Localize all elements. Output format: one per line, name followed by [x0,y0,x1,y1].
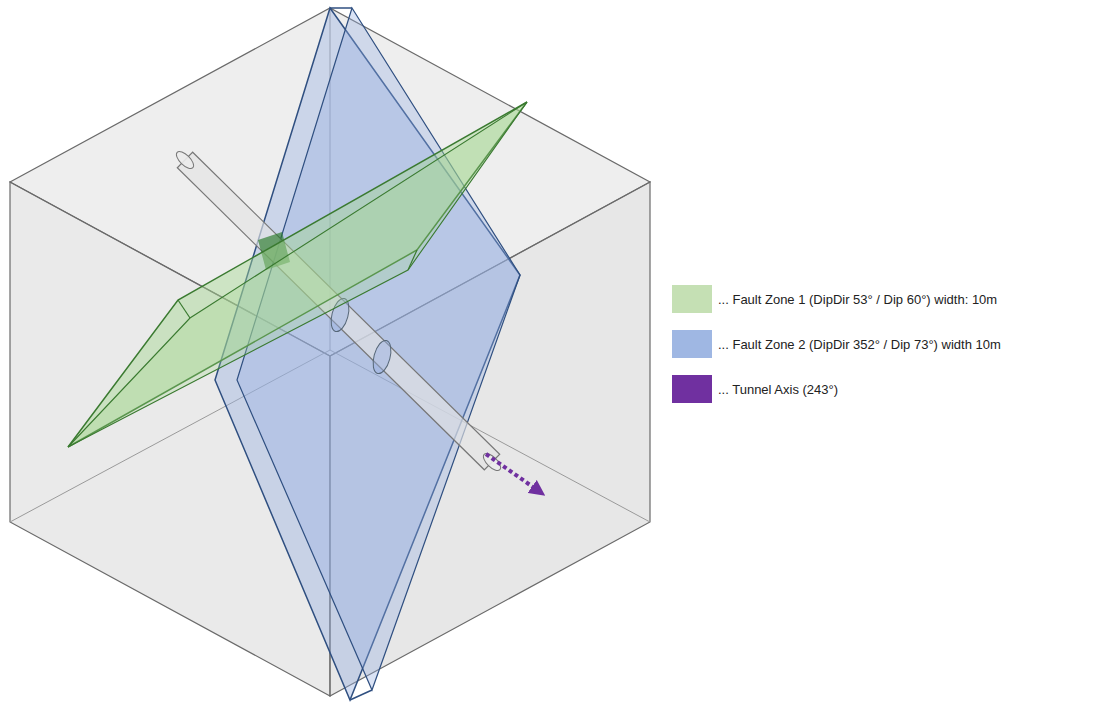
fault-edge [408,250,417,270]
legend-swatch [672,330,712,358]
legend-entry: ... Tunnel Axis (243°) [672,374,1001,404]
legend-entry: ... Fault Zone 1 (DipDir 53° / Dip 60°) … [672,284,1001,314]
fault-edge [178,300,190,318]
legend-swatch [672,285,712,313]
fault-plane [68,102,527,447]
legend-swatch [672,375,712,403]
fault-edge [330,7,352,9]
legend: ... Fault Zone 1 (DipDir 53° / Dip 60°) … [672,284,1001,419]
fault-edge [350,690,372,700]
fault-plane [237,8,520,690]
legend-text: ... Fault Zone 1 (DipDir 53° / Dip 60°) … [718,292,997,307]
fault-zone-1 [68,102,527,447]
legend-text: ... Tunnel Axis (243°) [718,382,838,397]
legend-text: ... Fault Zone 2 (DipDir 352° / Dip 73°)… [718,337,1001,352]
fault-plane [68,102,527,447]
rock-cube [10,8,650,696]
tunnel-direction-arrow [486,454,540,492]
legend-entry: ... Fault Zone 2 (DipDir 352° / Dip 73°)… [672,329,1001,359]
tunnel-intersection [370,339,394,376]
tunnel-end [174,149,197,172]
